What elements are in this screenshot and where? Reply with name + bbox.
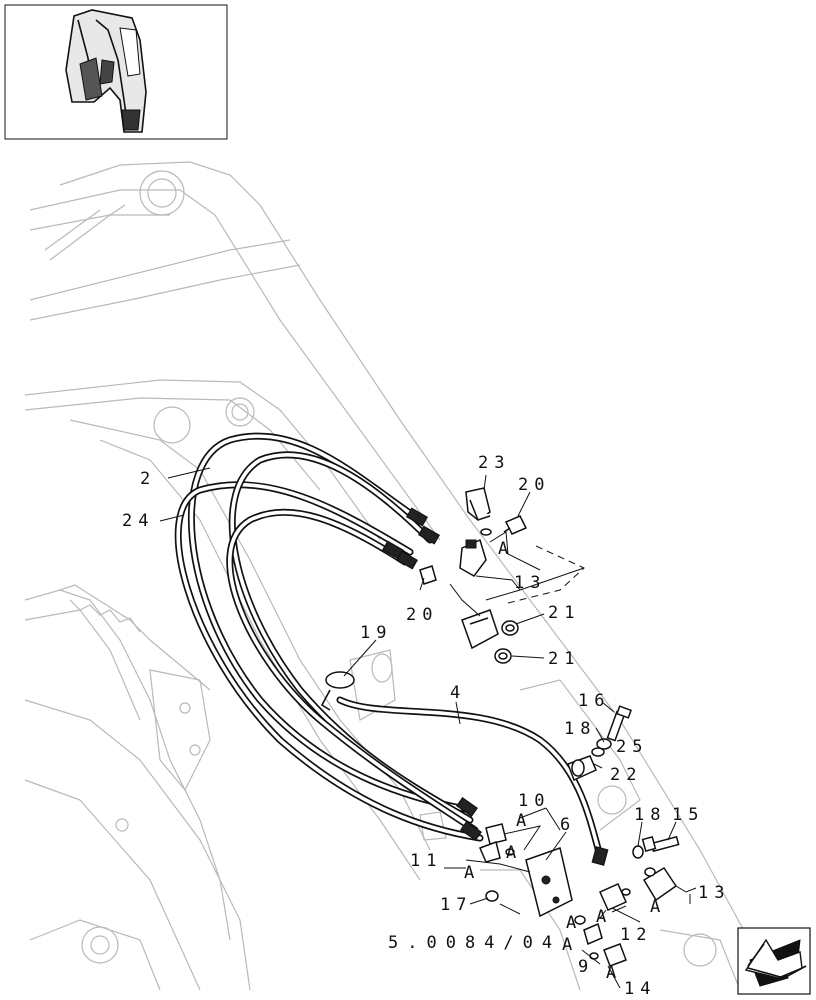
marker-a: A	[650, 897, 660, 917]
callout-19[interactable]: 19	[360, 623, 392, 643]
hose-end-fittings	[382, 507, 609, 866]
callout-22[interactable]: 22	[610, 765, 642, 785]
nut-item-14[interactable]	[603, 943, 627, 967]
callout-20-upper[interactable]: 20	[518, 475, 550, 495]
hose-assembly	[174, 432, 604, 860]
callout-10[interactable]: 10	[518, 791, 550, 811]
marker-a: A	[498, 539, 508, 559]
marker-a: A	[606, 963, 616, 983]
callout-25[interactable]: 25	[616, 737, 648, 757]
nut-item-21-a[interactable]	[501, 620, 519, 636]
plate-item-6[interactable]	[525, 847, 573, 918]
marker-a: A	[464, 863, 474, 883]
callout-21-upper[interactable]: 21	[548, 603, 580, 623]
coupling-item-12[interactable]	[599, 883, 631, 911]
callout-20-lower[interactable]: 20	[406, 605, 438, 625]
callout-13-lower[interactable]: 13	[698, 883, 730, 903]
hose-item-24[interactable]	[174, 481, 484, 842]
callout-2[interactable]: 2	[140, 469, 150, 489]
bolt-item-15[interactable]	[641, 835, 680, 853]
fitting-item-9[interactable]	[574, 915, 603, 960]
callout-18-lower[interactable]: 18	[634, 805, 666, 825]
washer-item-17[interactable]	[485, 890, 499, 902]
valve-item-13-lower[interactable]	[642, 866, 678, 902]
washer-item-25[interactable]	[591, 738, 612, 757]
machine-overview-thumbnail	[65, 9, 147, 133]
clip-item-22[interactable]	[567, 755, 597, 782]
marker-a: A	[562, 935, 572, 955]
hose-item-4[interactable]	[336, 696, 604, 860]
hose-item-2b[interactable]	[228, 451, 474, 824]
a-markers: A A A A A A A A A	[464, 539, 660, 983]
callout-14[interactable]: 14	[624, 979, 656, 999]
callout-13-upper[interactable]: 13	[514, 573, 546, 593]
previous-page-button[interactable]	[737, 927, 811, 995]
callout-12[interactable]: 12	[620, 925, 652, 945]
callout-4[interactable]: 4	[450, 683, 460, 703]
washer-item-18[interactable]	[632, 845, 644, 859]
boom-background-outline	[24, 161, 761, 961]
callout-24[interactable]: 24	[122, 511, 154, 531]
fitting-item-23[interactable]	[465, 487, 491, 521]
previous-page-arrow-icon	[744, 938, 807, 987]
reference-5-0084-04[interactable]: 5.0084/04	[388, 933, 561, 953]
marker-a: A	[566, 913, 576, 933]
callout-11[interactable]: 11	[410, 851, 442, 871]
leader-lines	[159, 467, 697, 989]
tee-item-13-upper[interactable]	[459, 538, 487, 577]
callout-17[interactable]: 17	[440, 895, 472, 915]
callout-9[interactable]: 9	[578, 957, 588, 977]
bolt-item-16[interactable]	[606, 705, 632, 742]
fitting-item-11[interactable]	[479, 841, 515, 863]
hose-item-2[interactable]	[187, 432, 474, 814]
callout-23[interactable]: 23	[478, 453, 510, 473]
thumbnail-frame[interactable]	[4, 4, 228, 140]
marker-a: A	[596, 907, 606, 927]
callout-labels: 2 24 23 20 20 13 21 21 19 4 16 18 25 22 …	[122, 453, 730, 999]
marker-a: A	[516, 811, 526, 831]
fitting-item-10[interactable]	[485, 823, 507, 845]
callout-15[interactable]: 15	[672, 805, 704, 825]
nut-item-21-b[interactable]	[494, 648, 512, 664]
callout-21-lower[interactable]: 21	[548, 649, 580, 669]
bucket-background-outline	[24, 584, 741, 991]
bracket-item-upper[interactable]	[461, 609, 499, 650]
adapter-item-20-upper[interactable]	[503, 515, 528, 535]
marker-a: A	[506, 843, 516, 863]
callout-6[interactable]: 6	[560, 815, 570, 835]
oring-item-upper[interactable]	[480, 528, 492, 536]
hose-item-24b[interactable]	[226, 508, 479, 834]
callout-16[interactable]: 16	[578, 691, 610, 711]
callout-18-upper[interactable]: 18	[564, 719, 596, 739]
clamp-item-19[interactable]	[320, 671, 355, 711]
